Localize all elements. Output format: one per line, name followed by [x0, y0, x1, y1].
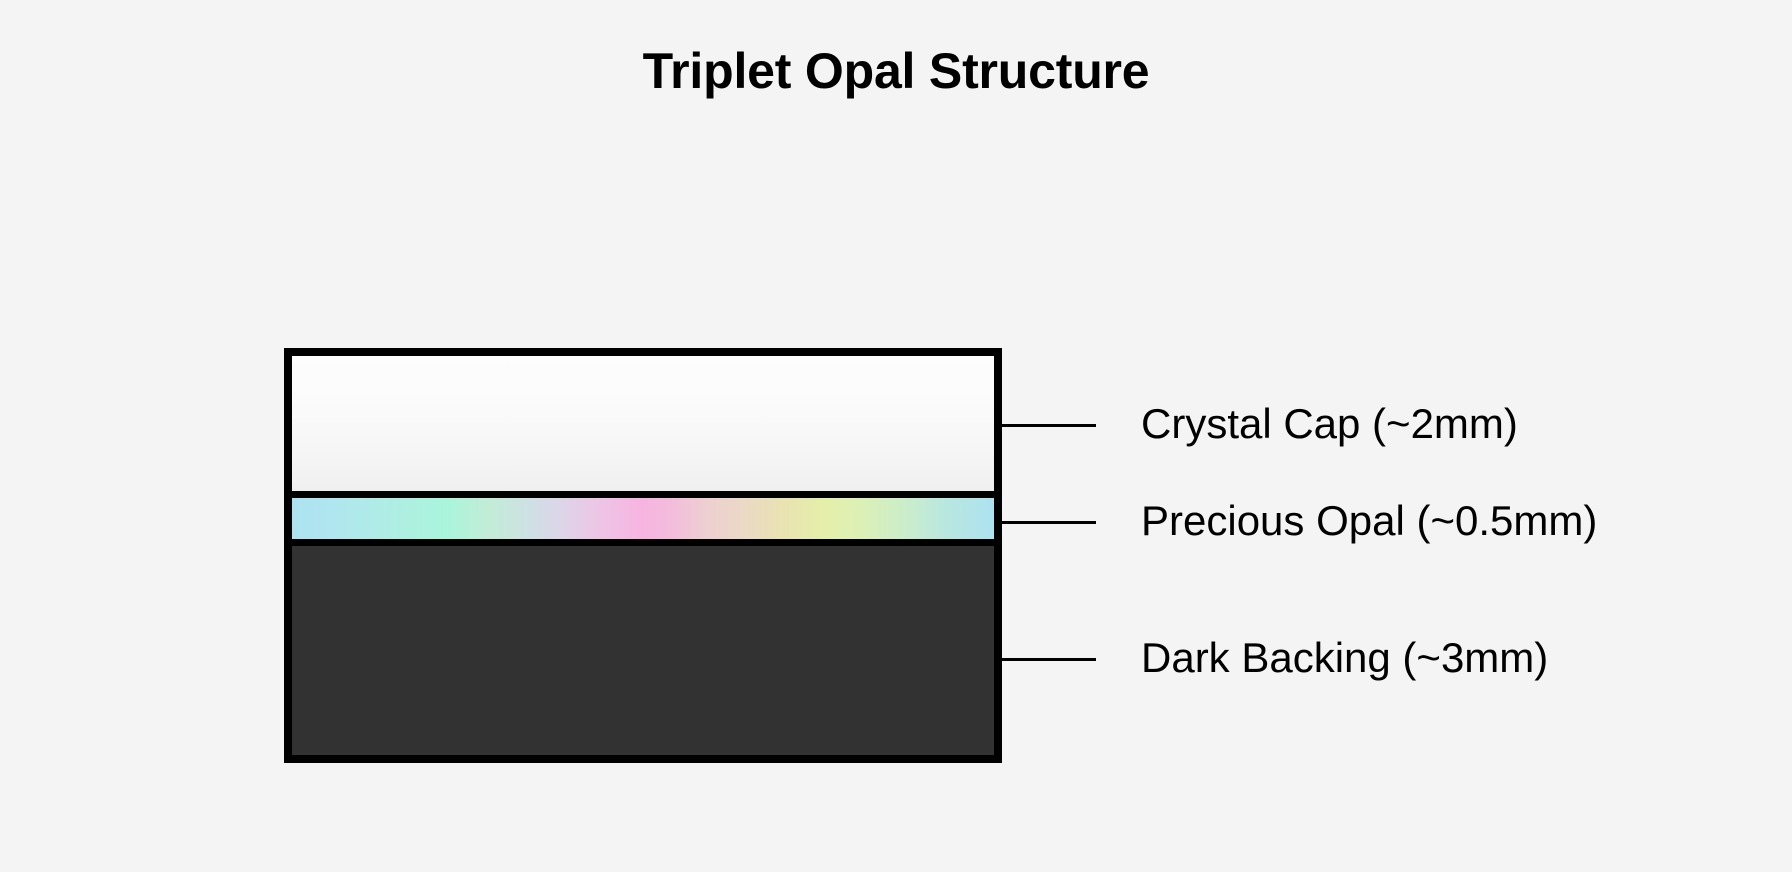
layer-crystal-cap: [292, 356, 994, 498]
leader-line-dark-backing: [1000, 658, 1096, 661]
page-title: Triplet Opal Structure: [642, 43, 1150, 99]
label-precious-opal: Precious Opal (~0.5mm): [1141, 497, 1598, 544]
leader-line-crystal-cap: [1000, 424, 1096, 427]
layer-dark-backing: [292, 546, 994, 755]
layer-precious-opal: [292, 498, 994, 546]
leader-line-precious-opal: [1000, 521, 1096, 524]
label-crystal-cap: Crystal Cap (~2mm): [1141, 400, 1518, 447]
opal-cross-section: [284, 348, 1002, 763]
label-dark-backing: Dark Backing (~3mm): [1141, 634, 1549, 681]
